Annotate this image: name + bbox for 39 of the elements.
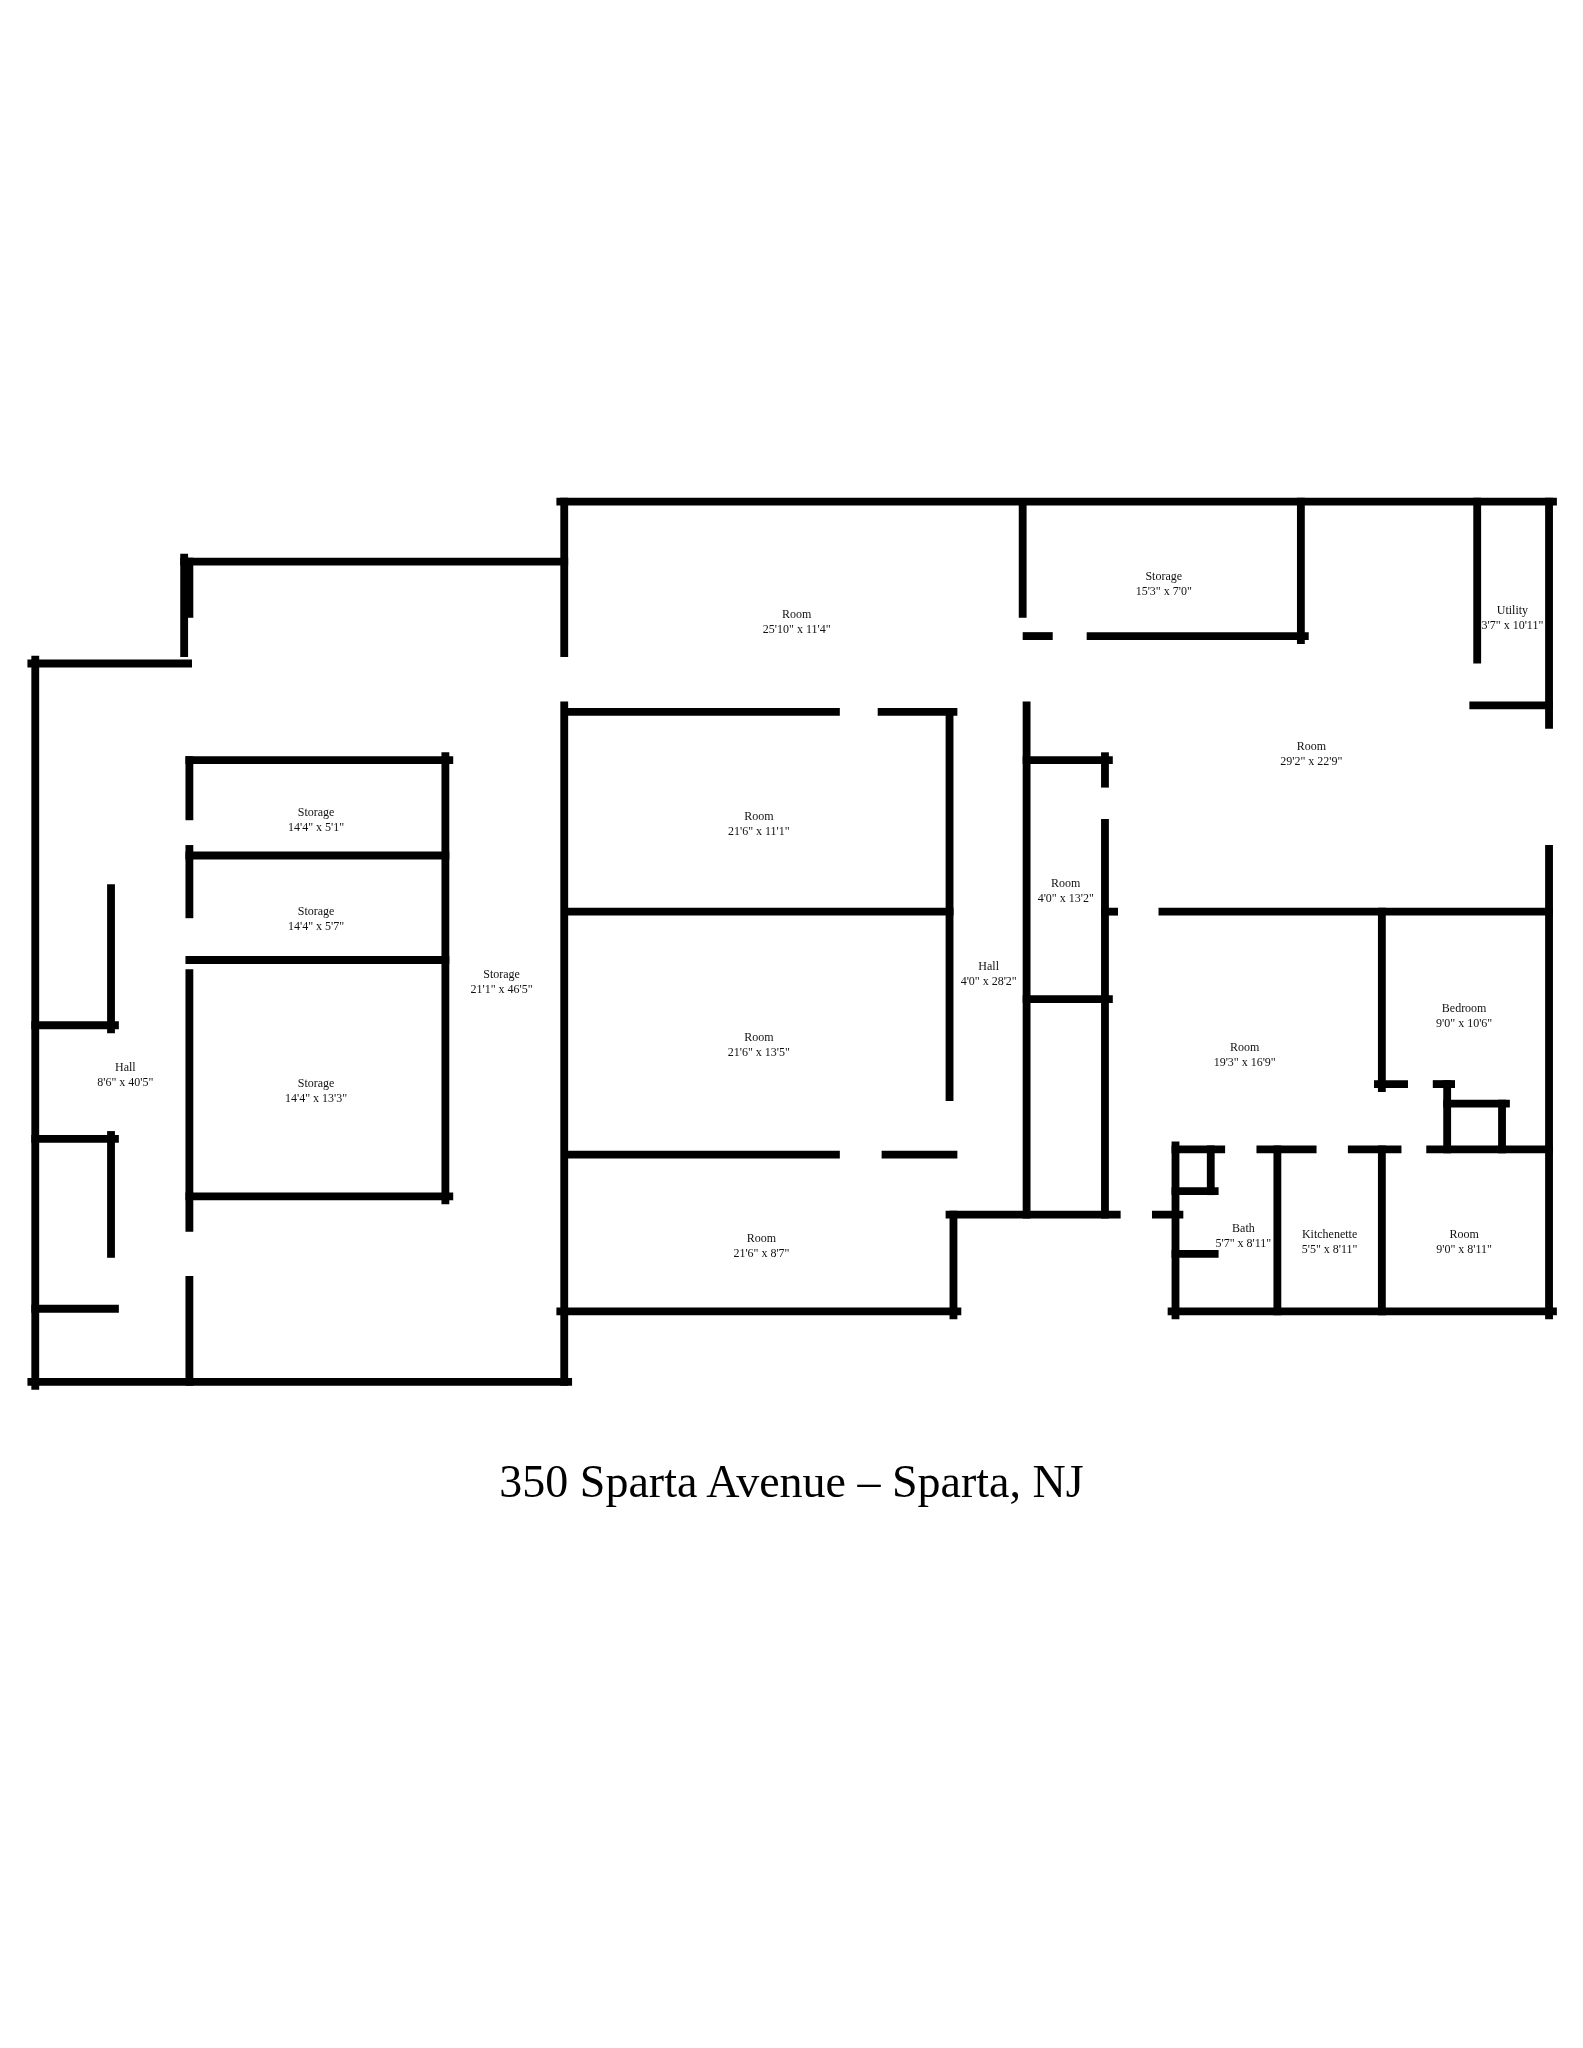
- room-dimensions-label: 3'7" x 10'11": [1481, 617, 1544, 633]
- room-dimensions-label: 14'4" x 13'3": [285, 1090, 348, 1106]
- room-dimensions-label: 9'0" x 10'6": [1436, 1016, 1493, 1032]
- room-dimensions-label: 29'2" x 22'9": [1280, 753, 1343, 769]
- room-dimensions-label: 15'3" x 7'0": [1135, 583, 1192, 599]
- room-dimensions-label: 4'0" x 13'2": [1037, 890, 1094, 906]
- room-dimensions-label: 8'6" x 40'5": [97, 1074, 154, 1090]
- room-name-label: Bedroom: [1440, 1001, 1488, 1017]
- room-name-label: Room: [1448, 1227, 1480, 1243]
- room-name-label: Room: [1229, 1040, 1261, 1056]
- room-name-label: Storage: [1144, 568, 1184, 584]
- room-name-label: Room: [781, 606, 813, 622]
- room-name-label: Room: [743, 809, 775, 825]
- room-name-label: Storage: [296, 904, 336, 920]
- room-name-label: Bath: [1231, 1220, 1256, 1236]
- room-dimensions-label: 9'0" x 8'11": [1436, 1242, 1492, 1258]
- room-name-label: Room: [745, 1231, 778, 1246]
- room-name-label: Room: [1050, 875, 1082, 891]
- room-dimensions-label: 5'5" x 8'11": [1301, 1242, 1358, 1258]
- room-name-label: Hall: [977, 959, 1001, 975]
- room-name-label: Room: [1295, 738, 1327, 754]
- room-dimensions-label: 4'0" x 28'2": [960, 974, 1017, 990]
- room-name-label: Storage: [482, 967, 521, 983]
- room-dimensions-label: 25'10" x 11'4": [762, 621, 831, 637]
- room-name-label: Utility: [1495, 602, 1530, 618]
- room-dimensions-label: 21'6" x 8'7": [733, 1246, 790, 1261]
- room-dimensions-label: 21'6" x 13'5": [727, 1044, 790, 1060]
- address-caption: 350 Sparta Avenue – Sparta, NJ: [498, 1455, 1085, 1508]
- room-dimensions-label: 14'4" x 5'7": [288, 919, 345, 935]
- room-name-label: Hall: [114, 1059, 137, 1075]
- room-name-label: Storage: [296, 1075, 336, 1091]
- room-name-label: Room: [743, 1029, 775, 1045]
- room-dimensions-label: 21'6" x 11'1": [728, 824, 790, 840]
- room-dimensions-label: 19'3" x 16'9": [1213, 1055, 1276, 1071]
- room-dimensions-label: 21'1" x 46'5": [470, 982, 533, 998]
- room-dimensions-label: 14'4" x 5'1": [288, 820, 345, 836]
- room-dimensions-label: 5'7" x 8'11": [1215, 1235, 1272, 1251]
- room-name-label: Storage: [296, 805, 336, 821]
- room-name-label: Kitchenette: [1301, 1227, 1358, 1243]
